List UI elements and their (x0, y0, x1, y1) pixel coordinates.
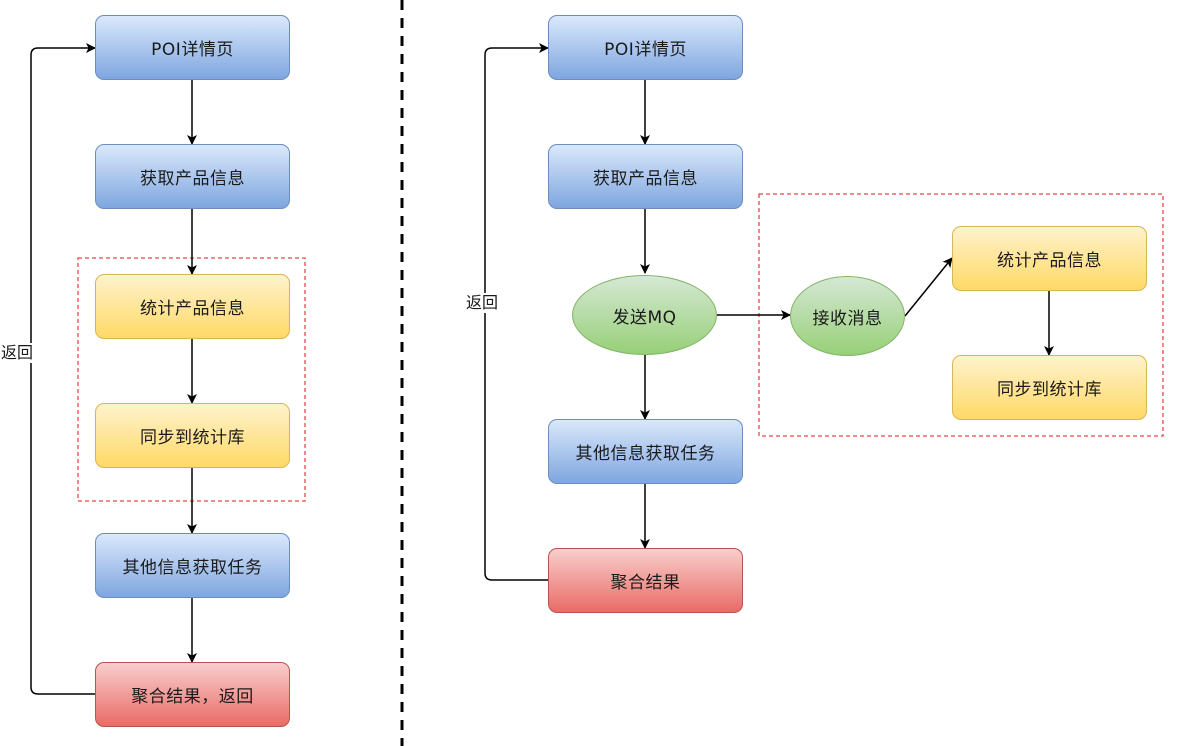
left-return-label: 返回 (0, 343, 35, 363)
arrow-left-return-loop (30, 43, 96, 695)
right-aggregate-node: 聚合结果 (548, 548, 743, 613)
left-stat-product-node: 统计产品信息 (95, 274, 290, 339)
right-sync-stats-node: 同步到统计库 (952, 355, 1147, 420)
right-poi-detail-node: POI详情页 (548, 15, 743, 80)
left-other-tasks-node: 其他信息获取任务 (95, 533, 290, 598)
arrow-right-return-loop (484, 43, 549, 581)
right-other-tasks-node: 其他信息获取任务 (548, 419, 743, 484)
left-sync-stats-node: 同步到统计库 (95, 403, 290, 468)
left-fetch-product-node: 获取产品信息 (95, 144, 290, 209)
right-receive-message-node: 接收消息 (790, 276, 905, 356)
left-poi-detail-node: POI详情页 (95, 15, 290, 80)
right-send-mq-node: 发送MQ (572, 275, 717, 355)
right-stat-product-node: 统计产品信息 (952, 226, 1147, 291)
arrow-right-receive-to-stat (904, 257, 953, 317)
right-return-label: 返回 (465, 293, 500, 313)
left-aggregate-node: 聚合结果，返回 (95, 662, 290, 727)
right-fetch-product-node: 获取产品信息 (548, 144, 743, 209)
